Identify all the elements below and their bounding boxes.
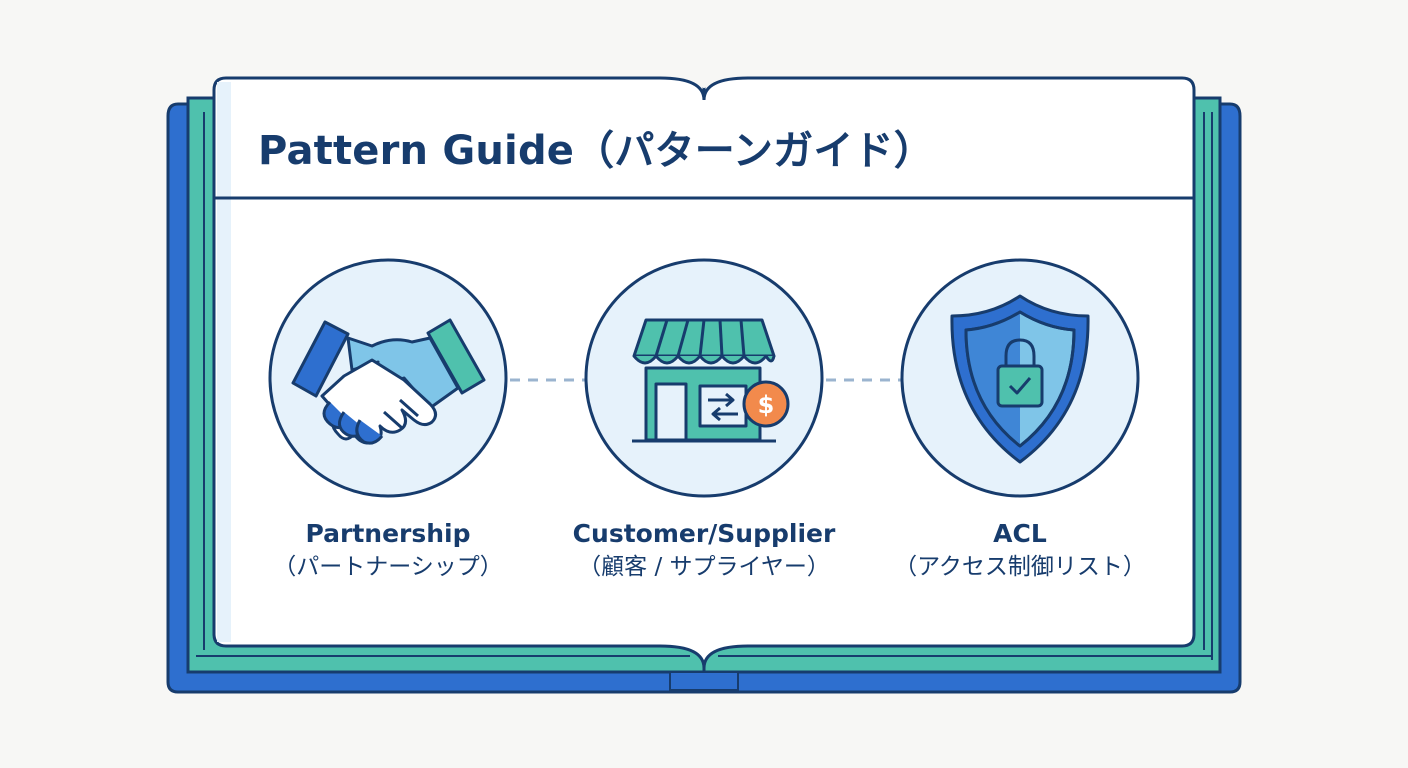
- shield-lock-icon: [950, 294, 1090, 464]
- pattern-name-ja: （パートナーシップ）: [273, 554, 503, 580]
- pattern-label-customer-supplier: Customer/Supplier （顧客 / サプライヤー）: [554, 518, 854, 584]
- pattern-name-ja: （顧客 / サプライヤー）: [578, 554, 830, 580]
- pattern-label-partnership: Partnership （パートナーシップ）: [238, 518, 538, 584]
- pattern-circle-partnership: [268, 258, 508, 498]
- pattern-name: Partnership: [305, 519, 471, 548]
- storefront-icon: [632, 318, 776, 443]
- svg-text:$: $: [758, 391, 775, 419]
- dollar-coin-icon: $: [742, 380, 790, 428]
- handshake-icon: [291, 318, 486, 445]
- pattern-label-acl: ACL （アクセス制御リスト）: [870, 518, 1170, 584]
- pattern-circle-acl: [900, 258, 1140, 498]
- page-title: Pattern Guide（パターンガイド）: [258, 128, 934, 174]
- pattern-name: Customer/Supplier: [572, 519, 836, 548]
- pattern-circle-customer-supplier: $: [584, 258, 824, 498]
- pattern-name: ACL: [993, 519, 1047, 548]
- pattern-name-ja: （アクセス制御リスト）: [894, 554, 1146, 580]
